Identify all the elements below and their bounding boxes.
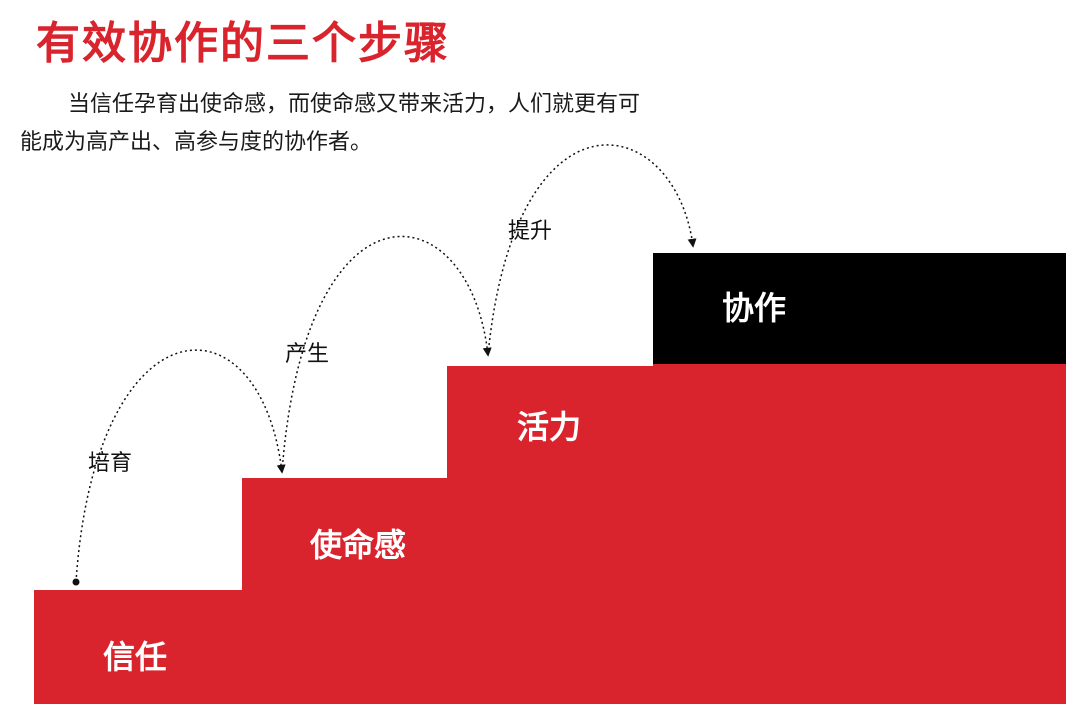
- arrow-generate: [281, 235, 492, 473]
- diagram-title: 有效协作的三个步骤: [36, 18, 450, 69]
- step-label-mission: 使命感: [309, 526, 406, 564]
- intro-paragraph: 当信任孕育出使命感，而使命感又带来活力，人们就更有可能成为高产出、高参与度的协作…: [20, 92, 641, 155]
- arrow-nurture: [75, 349, 286, 583]
- staircase-red: [34, 364, 1066, 704]
- step-label-collaboration: 协作: [722, 289, 786, 327]
- arrow-label-generate: 产生: [285, 342, 329, 367]
- arrow-label-nurture: 培育: [88, 451, 132, 476]
- step-label-trust: 信任: [103, 638, 167, 676]
- step-label-vitality: 活力: [517, 408, 581, 446]
- arrow-label-enhance: 提升: [508, 219, 552, 244]
- step-block-collaboration: [653, 253, 1066, 364]
